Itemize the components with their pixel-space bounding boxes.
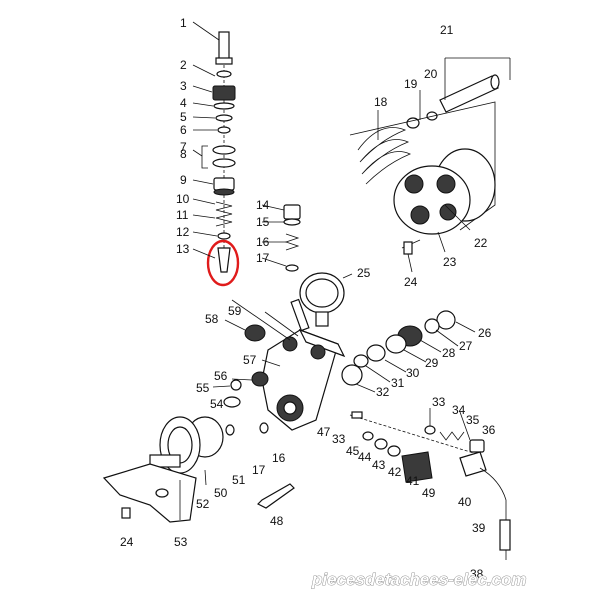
pump-body: [231, 298, 346, 431]
label-14: 14: [256, 198, 270, 212]
label-21: 21: [440, 23, 454, 37]
label-56: 56: [214, 369, 228, 383]
label-53: 53: [174, 535, 188, 549]
watermark: piecesdetachees-elec.com: [311, 570, 527, 589]
label-8: 8: [180, 147, 187, 161]
label-4: 4: [180, 96, 187, 110]
outlet-fitting-parts: [341, 310, 476, 393]
label-33-left: 33: [332, 432, 346, 446]
label-42: 42: [388, 465, 402, 479]
label-24-bottom: 24: [120, 535, 134, 549]
piston-assembly-parts: [349, 57, 511, 273]
label-51: 51: [232, 473, 246, 487]
label-38: 38: [470, 567, 484, 581]
label-9: 9: [180, 173, 187, 187]
label-40: 40: [458, 495, 472, 509]
label-57: 57: [243, 353, 257, 367]
label-26: 26: [478, 326, 492, 340]
unloader-parts: [349, 408, 511, 560]
label-5: 5: [180, 110, 187, 124]
highlight-circle: [206, 239, 240, 287]
label-22: 22: [474, 236, 488, 250]
label-13: 13: [176, 242, 190, 256]
label-3: 3: [180, 79, 187, 93]
label-28: 28: [442, 346, 456, 360]
label-58: 58: [205, 312, 219, 326]
label-52: 52: [196, 497, 210, 511]
label-27: 27: [459, 339, 473, 353]
label-44: 44: [358, 450, 372, 464]
label-17-top: 17: [256, 251, 270, 265]
label-50: 50: [214, 486, 228, 500]
label-2: 2: [180, 58, 187, 72]
label-10: 10: [176, 192, 190, 206]
label-48: 48: [270, 514, 284, 528]
label-55: 55: [196, 381, 210, 395]
label-6: 6: [180, 123, 187, 137]
label-36: 36: [482, 423, 496, 437]
label-19: 19: [404, 77, 418, 91]
label-11: 11: [176, 208, 189, 222]
label-30: 30: [406, 366, 420, 380]
label-20: 20: [424, 67, 438, 81]
label-49: 49: [422, 486, 436, 500]
label-16-bottom: 16: [272, 451, 286, 465]
label-41: 41: [406, 474, 420, 488]
label-7: 7: [180, 140, 187, 154]
valve-stack-parts: [192, 21, 240, 287]
label-45: 45: [346, 444, 360, 458]
crankcase-parts: [102, 319, 295, 523]
label-34: 34: [452, 403, 466, 417]
label-25: 25: [357, 266, 371, 280]
gauge-and-relief-parts: [261, 204, 353, 327]
label-18: 18: [374, 95, 388, 109]
label-15: 15: [256, 215, 270, 229]
label-39: 39: [472, 521, 486, 535]
label-32: 32: [376, 385, 390, 399]
label-17-bottom: 17: [252, 463, 266, 477]
label-24-top: 24: [404, 275, 418, 289]
label-1: 1: [180, 16, 187, 30]
label-16-top: 16: [256, 235, 270, 249]
label-47: 47: [317, 425, 331, 439]
label-54: 54: [210, 397, 224, 411]
label-23: 23: [443, 255, 457, 269]
label-12: 12: [176, 225, 190, 239]
label-59: 59: [228, 304, 242, 318]
label-29: 29: [425, 356, 439, 370]
label-31: 31: [391, 376, 405, 390]
label-33-right: 33: [432, 395, 446, 409]
label-43: 43: [372, 458, 386, 472]
part-number-labels: 1 2 3 4 5 6 7 8 9 10 11 12 13 14 15 16 1…: [120, 16, 496, 581]
label-35: 35: [466, 413, 480, 427]
